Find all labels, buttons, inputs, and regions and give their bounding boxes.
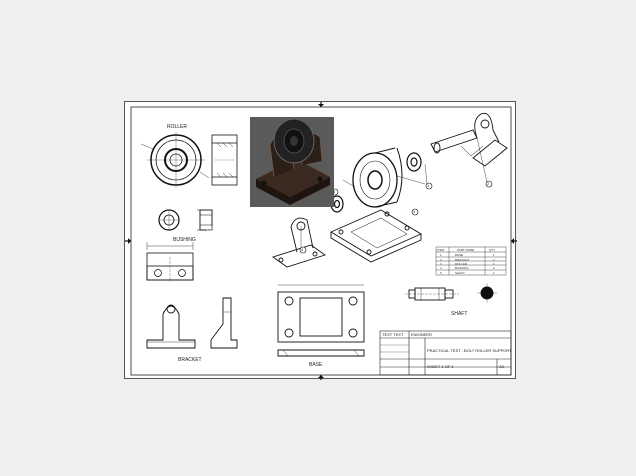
parts-list-cell: 4: [440, 265, 442, 270]
bushing-view: [158, 209, 213, 231]
bracket-view: [146, 297, 238, 349]
roller-view: [140, 132, 210, 188]
parts-list-cell: 1: [440, 253, 442, 257]
view-label-base: BASE: [309, 362, 323, 368]
parts-list-cell: ROLLER: [455, 261, 468, 266]
parts-list-cell: 1: [493, 261, 495, 266]
base-left-view: [146, 242, 194, 282]
balloons: [299, 137, 493, 254]
title-block: [379, 330, 512, 376]
parts-list-cell: BRACKET: [455, 257, 470, 262]
parts-list-cell: 1: [493, 253, 495, 257]
view-label-roller: ROLLER: [167, 124, 188, 130]
iso-bushing: [330, 152, 422, 213]
rendered-3d-view: [250, 117, 334, 207]
title-block-title: PRACTICAL TEST - BOLT ROLLER SUPPORT: [427, 348, 512, 353]
balloon-number: 1: [427, 183, 430, 188]
title-block-header-left: TEXT TEXT: [382, 332, 404, 337]
iso-roller: [352, 147, 403, 208]
parts-list-cell: BUSHING: [455, 265, 469, 270]
parts-list-header: QTY: [489, 248, 496, 252]
parts-list-cell: 1: [493, 270, 495, 275]
watermark-text: 更面网: [205, 225, 245, 239]
parts-list-cell: 2: [493, 265, 495, 270]
parts-list-header: ITEM: [437, 248, 445, 252]
base-top-view: [277, 284, 365, 357]
balloon-number: 2: [487, 181, 490, 186]
iso-base: [330, 209, 422, 263]
parts-list-table: [435, 246, 507, 276]
balloon-number: 3: [413, 209, 416, 214]
parts-list-cell: SHAFT: [455, 270, 465, 275]
parts-list-cell: 2: [440, 257, 442, 262]
shaft-view: [405, 283, 497, 303]
view-label-bushing: BUSHING: [173, 237, 196, 243]
iso-bracket: [272, 217, 326, 268]
parts-list-header: PART NAME: [457, 248, 475, 252]
roller-section-view: [211, 134, 238, 186]
balloon-number: 4: [301, 247, 304, 252]
title-block-header-right: ENGINEER: [411, 332, 432, 337]
parts-list-cell: 2: [493, 257, 495, 262]
roller-support-render: [256, 118, 330, 205]
drawing-sheet: 更面网 ROLLER BUSHING BRACKET BASE SHAFT 1 …: [124, 101, 517, 380]
parts-list-cell: BASE: [455, 253, 464, 257]
drawing-lines: [125, 102, 517, 380]
view-label-shaft: SHAFT: [451, 311, 468, 317]
parts-list-cell: 5: [440, 270, 442, 275]
view-label-bracket: BRACKET: [178, 357, 202, 363]
iso-shaft-assembly: [430, 112, 508, 167]
title-block-size: A3: [499, 364, 504, 369]
balloon-number: 5: [333, 189, 336, 194]
parts-list-cell: 3: [440, 261, 442, 266]
title-block-sheet: SHEET 1 OF 1: [427, 364, 454, 369]
